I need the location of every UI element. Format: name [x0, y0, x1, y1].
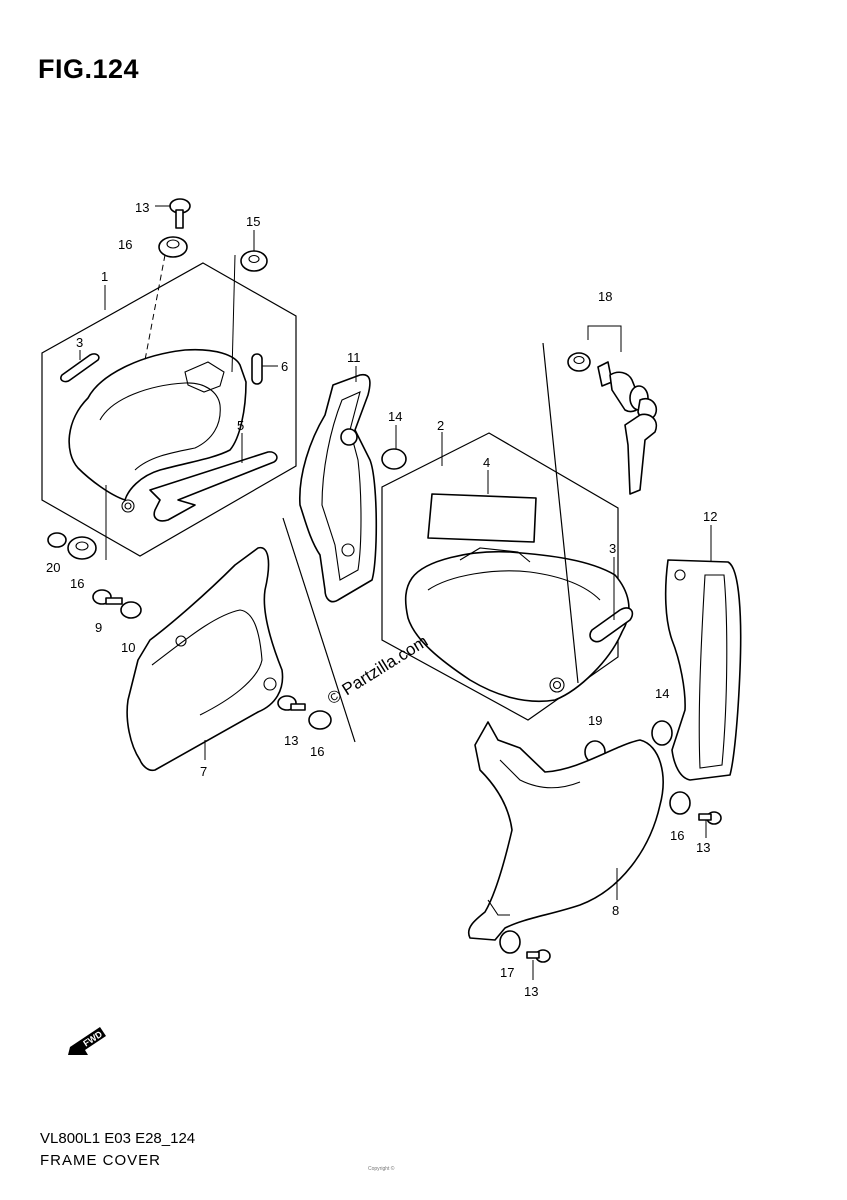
right-cover-grommet-hole-inner: [552, 680, 562, 690]
assembly-frame-7: [282, 517, 356, 743]
figure-title: FIG.124: [38, 54, 140, 84]
callout-6: 6: [281, 359, 288, 374]
emblem-right[interactable]: [589, 607, 634, 643]
left-frame-cover[interactable]: [68, 348, 247, 501]
callout-13-bottom: 13: [524, 984, 538, 999]
bracket-right-12-inner: [698, 574, 728, 769]
callout-13-mid: 13: [284, 733, 298, 748]
cushion-16-left[interactable]: [67, 536, 97, 560]
callout-4: 4: [483, 455, 490, 470]
lock-washer[interactable]: [567, 352, 591, 372]
left-cover-grommet-hole: [121, 499, 135, 513]
bracket-right-12[interactable]: [664, 559, 742, 781]
right-cover-top-tab: [459, 547, 531, 563]
lock-set-bracket: [587, 325, 622, 352]
callout-20: 20: [46, 560, 60, 575]
cushion-16-mid[interactable]: [308, 710, 332, 730]
callout-14-upper: 14: [388, 409, 402, 424]
label-plate[interactable]: [427, 493, 537, 543]
assembly-dash-1: [144, 254, 166, 361]
copyright-small-text: Copyright ©: [368, 1166, 395, 1172]
callout-15: 15: [246, 214, 260, 229]
bolt-13-shank-bottom: [526, 951, 540, 959]
lower-right-cover-tab: [487, 899, 510, 916]
left-cover-grommet-hole-inner: [124, 502, 132, 510]
cushion-16-top[interactable]: [158, 236, 188, 258]
callout-14-lower: 14: [655, 686, 669, 701]
callout-5: 5: [237, 418, 244, 433]
callout-16-left: 16: [70, 576, 84, 591]
right-cover-grommet-hole: [549, 677, 565, 693]
cushion-16-left-hole: [75, 541, 89, 551]
lower-right-cover-inner: [499, 759, 581, 789]
cushion-17[interactable]: [499, 930, 521, 954]
callout-3-right: 3: [609, 541, 616, 556]
callout-16-top: 16: [118, 237, 132, 252]
callout-16-mid: 16: [310, 744, 324, 759]
bracket-left-11-stud: [340, 428, 358, 446]
bolt-13-shank-mid: [290, 703, 306, 711]
bracket-left-11-inner: [321, 391, 362, 581]
left-cover-bracket: [184, 361, 225, 393]
callout-8: 8: [612, 903, 619, 918]
callout-12: 12: [703, 509, 717, 524]
bracket-left-11[interactable]: [299, 373, 378, 603]
grommet-14-lower[interactable]: [651, 720, 673, 746]
group-name: FRAME COVER: [40, 1152, 162, 1169]
left-frame-cover-inner: [99, 382, 221, 471]
fwd-arrow-icon: FWD: [68, 1027, 106, 1055]
callout-16-right: 16: [670, 828, 684, 843]
callout-3-left: 3: [76, 335, 83, 350]
right-frame-cover[interactable]: [404, 550, 630, 703]
cushion-16-top-hole: [166, 239, 180, 249]
grommet-15-hole: [248, 254, 260, 264]
lower-left-cover-hole-a: [175, 635, 187, 647]
callout-7: 7: [200, 764, 207, 779]
lower-left-cover[interactable]: [126, 546, 284, 772]
callout-9: 9: [95, 620, 102, 635]
bracket-right-12-hole: [674, 569, 686, 581]
callout-10: 10: [121, 640, 135, 655]
washer-20[interactable]: [47, 532, 67, 548]
lock-washer-hole: [573, 355, 585, 365]
callout-18: 18: [598, 289, 612, 304]
assembly-frame-2: [381, 432, 619, 721]
grommet-15[interactable]: [240, 250, 268, 272]
bolt-13-shank-top: [175, 209, 184, 229]
assembly-frame-18: [542, 342, 579, 684]
callout-13-right: 13: [696, 840, 710, 855]
bolt-9-shank: [105, 597, 123, 605]
watermark: © Partzilla.com: [324, 632, 431, 709]
washer-10[interactable]: [120, 601, 142, 619]
seal-plate[interactable]: [149, 451, 278, 522]
right-frame-cover-inner: [427, 570, 601, 601]
grommet-14-upper[interactable]: [381, 448, 407, 470]
model-code: VL800L1 E03 E28_124: [40, 1130, 196, 1147]
bracket-left-11-hole: [341, 543, 355, 557]
lower-left-cover-inner: [151, 609, 263, 716]
lock-key[interactable]: [624, 413, 658, 495]
cushion-16-right[interactable]: [669, 791, 691, 815]
lower-left-cover-hole-b: [263, 677, 277, 691]
callout-1: 1: [101, 269, 108, 284]
bolt-13-shank-right: [698, 813, 712, 821]
assembly-frame-1: [41, 262, 297, 557]
callout-13-top: 13: [135, 200, 149, 215]
callout-17: 17: [500, 965, 514, 980]
callout-2: 2: [437, 418, 444, 433]
callout-11: 11: [347, 350, 361, 365]
emblem-left[interactable]: [60, 353, 100, 383]
pin[interactable]: [251, 353, 263, 385]
lower-right-cover[interactable]: [467, 721, 664, 941]
callout-19: 19: [588, 713, 602, 728]
lock-clip[interactable]: [597, 361, 613, 387]
assembly-line-15: [231, 254, 236, 373]
